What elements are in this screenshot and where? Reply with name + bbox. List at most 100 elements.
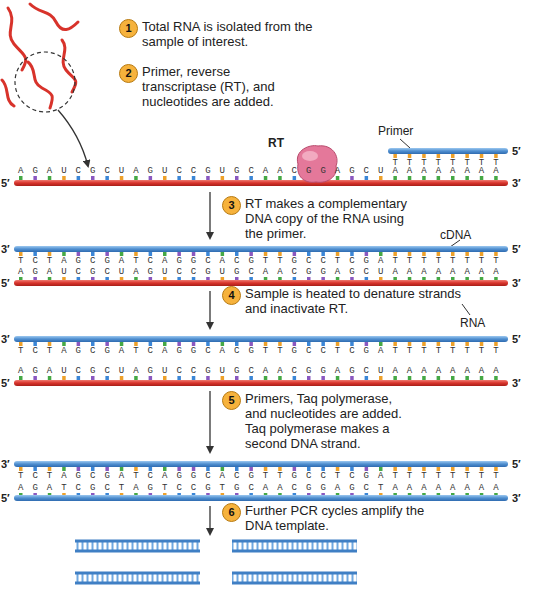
base-rung [91,376,95,380]
base-rung [177,467,181,471]
base-rung [379,342,383,346]
base-rung [177,376,181,380]
base-rung [235,376,239,380]
base-rung [379,277,383,280]
strand-end-label: 3′ [512,492,521,504]
base-rung [480,376,484,380]
base-sequence: TCTAGCGATCAGGCACGTTGCCTCGATTTTTTTT [18,256,508,266]
base-rung [134,342,138,346]
base-rung [264,252,268,256]
base-rung [33,376,37,380]
base-rung [249,176,253,180]
base-rung [134,376,138,380]
base-rung [293,493,297,495]
base-rungs [19,154,498,495]
base-rung [480,342,484,346]
step-description: Total RNA is isolated from the sample of… [142,19,320,49]
base-rung [307,493,311,495]
base-rung [91,252,95,256]
base-rung [33,467,37,471]
base-rung [120,176,124,180]
base-rung [393,176,397,180]
enzyme-blob: RT [292,142,340,184]
strand-end-label: 3′ [512,377,521,389]
base-rung [48,252,52,256]
base-rung [33,493,37,495]
base-rung [235,176,239,180]
base-rung [264,342,268,346]
base-rung [379,252,383,256]
base-rung [350,277,354,280]
step-description: Primers, Taq polymerase, and nucleotides… [245,391,415,451]
enzyme-label: RT [268,136,284,150]
base-rung [437,342,441,346]
base-rung [422,342,426,346]
base-rung [350,176,354,180]
base-rung [393,277,397,280]
strand-end-label: 5′ [512,243,521,255]
base-rung [192,176,196,180]
base-rung [365,252,369,256]
base-rung [422,252,426,256]
base-rung [62,252,65,256]
base-rung [19,176,23,180]
base-rung [149,467,153,471]
base-rung [437,176,441,180]
base-rung [278,277,282,280]
base-rung [437,467,441,471]
base-rung [33,252,37,256]
base-rung [221,176,225,180]
base-rung [221,376,225,380]
base-rung [365,376,369,380]
base-rung [336,252,340,256]
base-rung [206,176,210,180]
base-rung [249,493,253,495]
base-rung [437,252,441,256]
base-rung [206,493,210,495]
base-rung [451,376,455,380]
base-rung [408,154,412,158]
part-label: RNA [460,316,485,330]
curved-arrow [58,110,88,166]
base-rung [480,154,484,158]
base-rung [336,376,340,380]
base-rung [264,277,268,280]
base-rung [451,277,455,280]
strand-end-label: 5′ [1,177,10,189]
selection-circle [15,52,75,112]
base-rung [120,493,124,495]
base-rung [451,493,455,495]
base-rung [437,493,441,495]
base-rung [422,154,426,158]
base-rung [480,277,484,280]
base-rung [77,376,81,380]
base-rung [379,467,383,471]
base-rung [163,176,167,180]
base-rung [321,252,325,256]
base-rung [393,154,397,158]
base-rung [62,277,65,280]
base-rung [494,252,498,256]
base-rung [451,252,455,256]
strand-end-label: 3′ [512,277,521,289]
base-rung [105,277,109,280]
base-rung [192,467,196,471]
amplified-dna [75,541,357,583]
base-rung [408,342,412,346]
base-rung [120,467,124,471]
base-rung [235,252,239,256]
base-rung [336,493,340,495]
base-rung [48,493,52,495]
base-rung [177,252,181,256]
base-rung [321,493,325,495]
base-rung [149,342,153,346]
base-rung [105,376,109,380]
base-rung [120,376,124,380]
base-rung [307,376,311,380]
base-rung [494,493,498,495]
base-rung [120,252,124,256]
base-rung [77,493,81,495]
base-rung [494,176,498,180]
base-rung [422,376,426,380]
base-rung [293,277,297,280]
